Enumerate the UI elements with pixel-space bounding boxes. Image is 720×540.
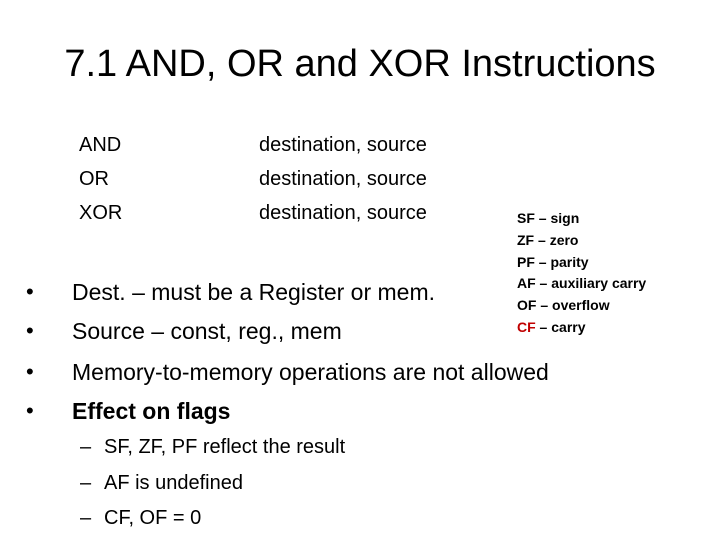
flag-description: zero xyxy=(549,231,579,248)
instruction-operand: destination, source xyxy=(259,202,427,224)
flag-description: auxiliary carry xyxy=(551,275,647,292)
slide-title: 7.1 AND, OR and XOR Instructions xyxy=(64,43,656,85)
bullet-text: Source – const, reg., mem xyxy=(72,318,342,344)
flag-description: parity xyxy=(550,253,589,270)
instruction-operand: destination, source xyxy=(259,168,427,190)
instruction-name: OR xyxy=(79,168,109,190)
flag-separator: – xyxy=(535,318,552,335)
flag-separator: – xyxy=(534,231,550,248)
bullet-text-bold: Effect on flags xyxy=(72,398,231,424)
sub-bullet-marker: – xyxy=(80,507,92,529)
sub-bullet-text: CF, OF = 0 xyxy=(104,507,202,529)
bullet-marker: • xyxy=(26,398,34,423)
flag-code-highlighted: CF xyxy=(517,318,536,335)
flag-item: SF – sign xyxy=(517,208,646,230)
flag-item: OF – overflow xyxy=(517,295,646,317)
sub-bullet-marker: – xyxy=(80,472,92,494)
bullet-text: Dest. – must be a Register or mem. xyxy=(72,279,436,305)
instruction-name: XOR xyxy=(79,202,123,224)
bullet-text: Memory-to-memory operations are not allo… xyxy=(72,359,549,385)
flag-item: PF – parity xyxy=(517,252,646,274)
sub-bullet-text: SF, ZF, PF reflect the result xyxy=(104,436,346,458)
instruction-operand: destination, source xyxy=(259,134,427,156)
sub-bullet-marker: – xyxy=(80,436,92,458)
flag-code: PF xyxy=(517,253,535,270)
flag-item: CF – carry xyxy=(517,317,646,339)
flag-code: AF xyxy=(517,275,536,292)
flag-separator: – xyxy=(534,210,551,226)
flag-separator: – xyxy=(535,275,552,292)
flag-separator: – xyxy=(536,297,553,314)
flag-description: sign xyxy=(550,210,580,226)
instruction-operands: destination, source destination, source … xyxy=(259,128,427,230)
instruction-names: AND OR XOR xyxy=(79,128,122,230)
flags-legend: SF – sign ZF – zero PF – parity AF – aux… xyxy=(517,208,646,339)
flag-code: SF xyxy=(517,210,535,226)
flag-item: ZF – zero xyxy=(517,230,646,252)
sub-bullet-text: AF is undefined xyxy=(104,472,243,494)
flag-item: AF – auxiliary carry xyxy=(517,273,646,295)
bullet-marker: • xyxy=(26,279,34,304)
flag-description: overflow xyxy=(552,297,610,314)
instruction-name: AND xyxy=(79,134,122,156)
flag-separator: – xyxy=(534,253,551,270)
bullet-marker: • xyxy=(26,318,34,343)
bullet-marker: • xyxy=(26,359,34,384)
flag-code: OF xyxy=(517,297,537,314)
flag-description: carry xyxy=(551,318,586,335)
flag-code: ZF xyxy=(517,231,535,248)
